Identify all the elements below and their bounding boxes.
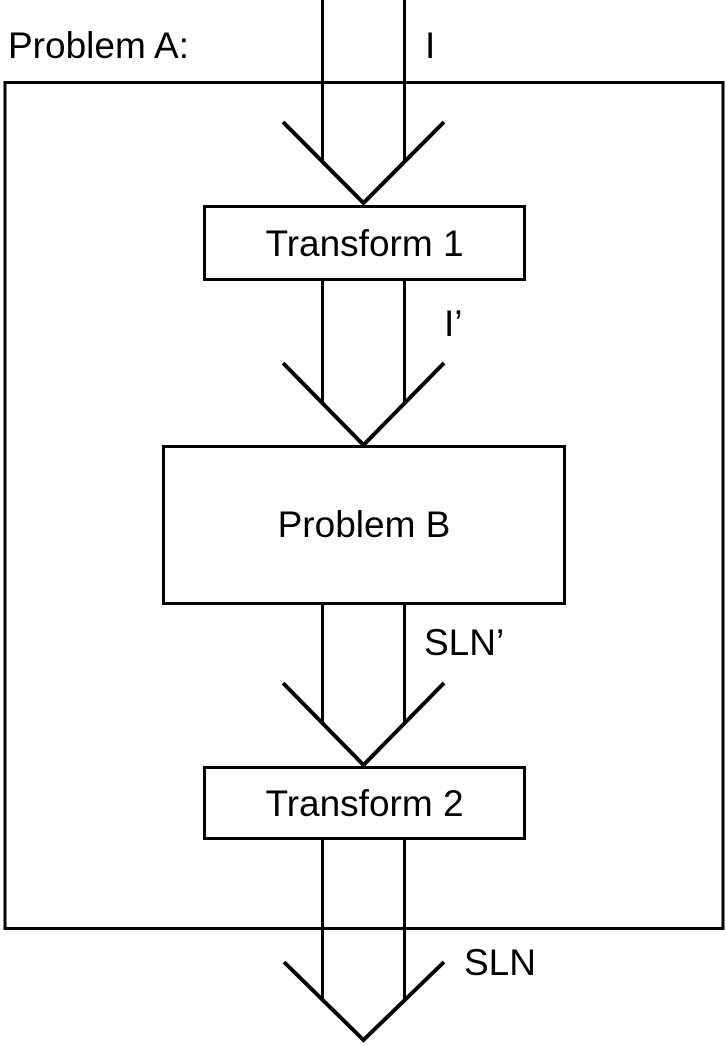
edge-label-input: I bbox=[425, 25, 436, 66]
transform2-label: Transform 2 bbox=[265, 782, 464, 824]
transform1-box bbox=[203, 205, 526, 281]
page-title: Problem A: bbox=[8, 25, 189, 66]
edge-label-input-prime: I’ bbox=[444, 303, 463, 344]
edge-label-solution: SLN bbox=[464, 942, 536, 983]
transform2-box bbox=[203, 766, 526, 840]
problem-b-label: Problem B bbox=[277, 504, 451, 545]
problem-b-box bbox=[162, 445, 566, 605]
arrowhead bbox=[281, 361, 446, 448]
arrow-input-to-transform1 bbox=[281, 0, 446, 206]
arrow-problemb-to-transform2 bbox=[281, 604, 446, 768]
arrowhead bbox=[281, 120, 446, 206]
edge-label-solution-prime: SLN’ bbox=[424, 622, 505, 663]
transform1-label: Transform 1 bbox=[265, 222, 464, 264]
arrow-transform1-to-problemb bbox=[281, 280, 446, 448]
problem-a-container-rect bbox=[3, 81, 725, 930]
arrow-transform2-to-solution bbox=[282, 839, 446, 1043]
arrowhead bbox=[281, 681, 446, 768]
arrowhead bbox=[282, 960, 446, 1043]
